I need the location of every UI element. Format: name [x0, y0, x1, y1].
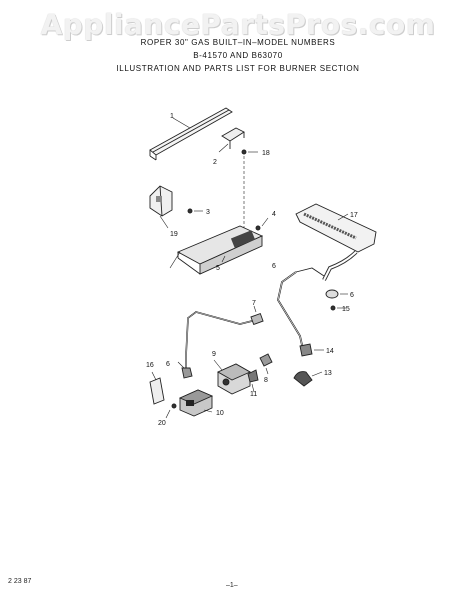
callout-18: 18 [262, 150, 270, 157]
callout-11: 11 [250, 391, 257, 398]
callout-8: 8 [264, 377, 268, 384]
callout-5: 5 [216, 265, 220, 272]
part-11-fitting [247, 369, 259, 393]
callout-17: 17 [350, 212, 358, 219]
callout-4: 4 [272, 211, 276, 218]
part-14-fitting [299, 343, 324, 357]
part-15-screw [330, 305, 346, 311]
part-6-disk [325, 289, 348, 299]
watermark: AppliancePartsPros.com [40, 8, 436, 41]
part-20-screw [165, 403, 177, 419]
callout-9: 9 [212, 351, 216, 358]
part-8-fitting-right [259, 353, 273, 375]
callout-16: 16 [146, 362, 154, 369]
part-9-safety-valve [213, 359, 251, 395]
part-13-igniter [293, 371, 323, 387]
callout-19: 19 [170, 231, 178, 238]
callout-7: 7 [252, 300, 256, 307]
footer-code: 2 23 87 [8, 578, 32, 585]
part-16-bracket [149, 371, 165, 405]
part-2-bracket [218, 127, 245, 153]
part-19-bracket [149, 185, 173, 229]
callout-3: 3 [206, 209, 210, 216]
callout-13: 13 [324, 370, 332, 377]
part-7-tube [185, 305, 264, 368]
callout-15: 15 [342, 306, 350, 313]
callout-10: 10 [216, 410, 224, 417]
footer-page-number: –1– [226, 582, 238, 589]
part-5-burner [169, 225, 264, 275]
callout-6-left: 6 [166, 361, 170, 368]
part-18-screw [241, 149, 258, 232]
part-4-screw [255, 217, 269, 231]
header-subtitle: ILLUSTRATION AND PARTS LIST FOR BURNER S… [116, 64, 360, 73]
callout-14: 14 [326, 348, 334, 355]
part-3-screw [187, 208, 203, 214]
header-title: ROPER 30" GAS BUILT–IN–MODEL NUMBERS [140, 38, 336, 47]
callout-20: 20 [158, 420, 166, 427]
part-1-burner-support [149, 107, 233, 161]
part-6-gas-tube [277, 267, 325, 355]
header-models: B-41570 AND B63070 [193, 51, 283, 60]
callout-6-tube: 6 [272, 263, 276, 270]
callout-6-disk: 6 [350, 292, 354, 299]
part-17-broil-burner [295, 203, 377, 281]
callout-2: 2 [213, 159, 217, 166]
part-8-fitting-left [177, 361, 193, 379]
part-10-regulator [178, 389, 214, 417]
callout-1: 1 [170, 113, 174, 120]
